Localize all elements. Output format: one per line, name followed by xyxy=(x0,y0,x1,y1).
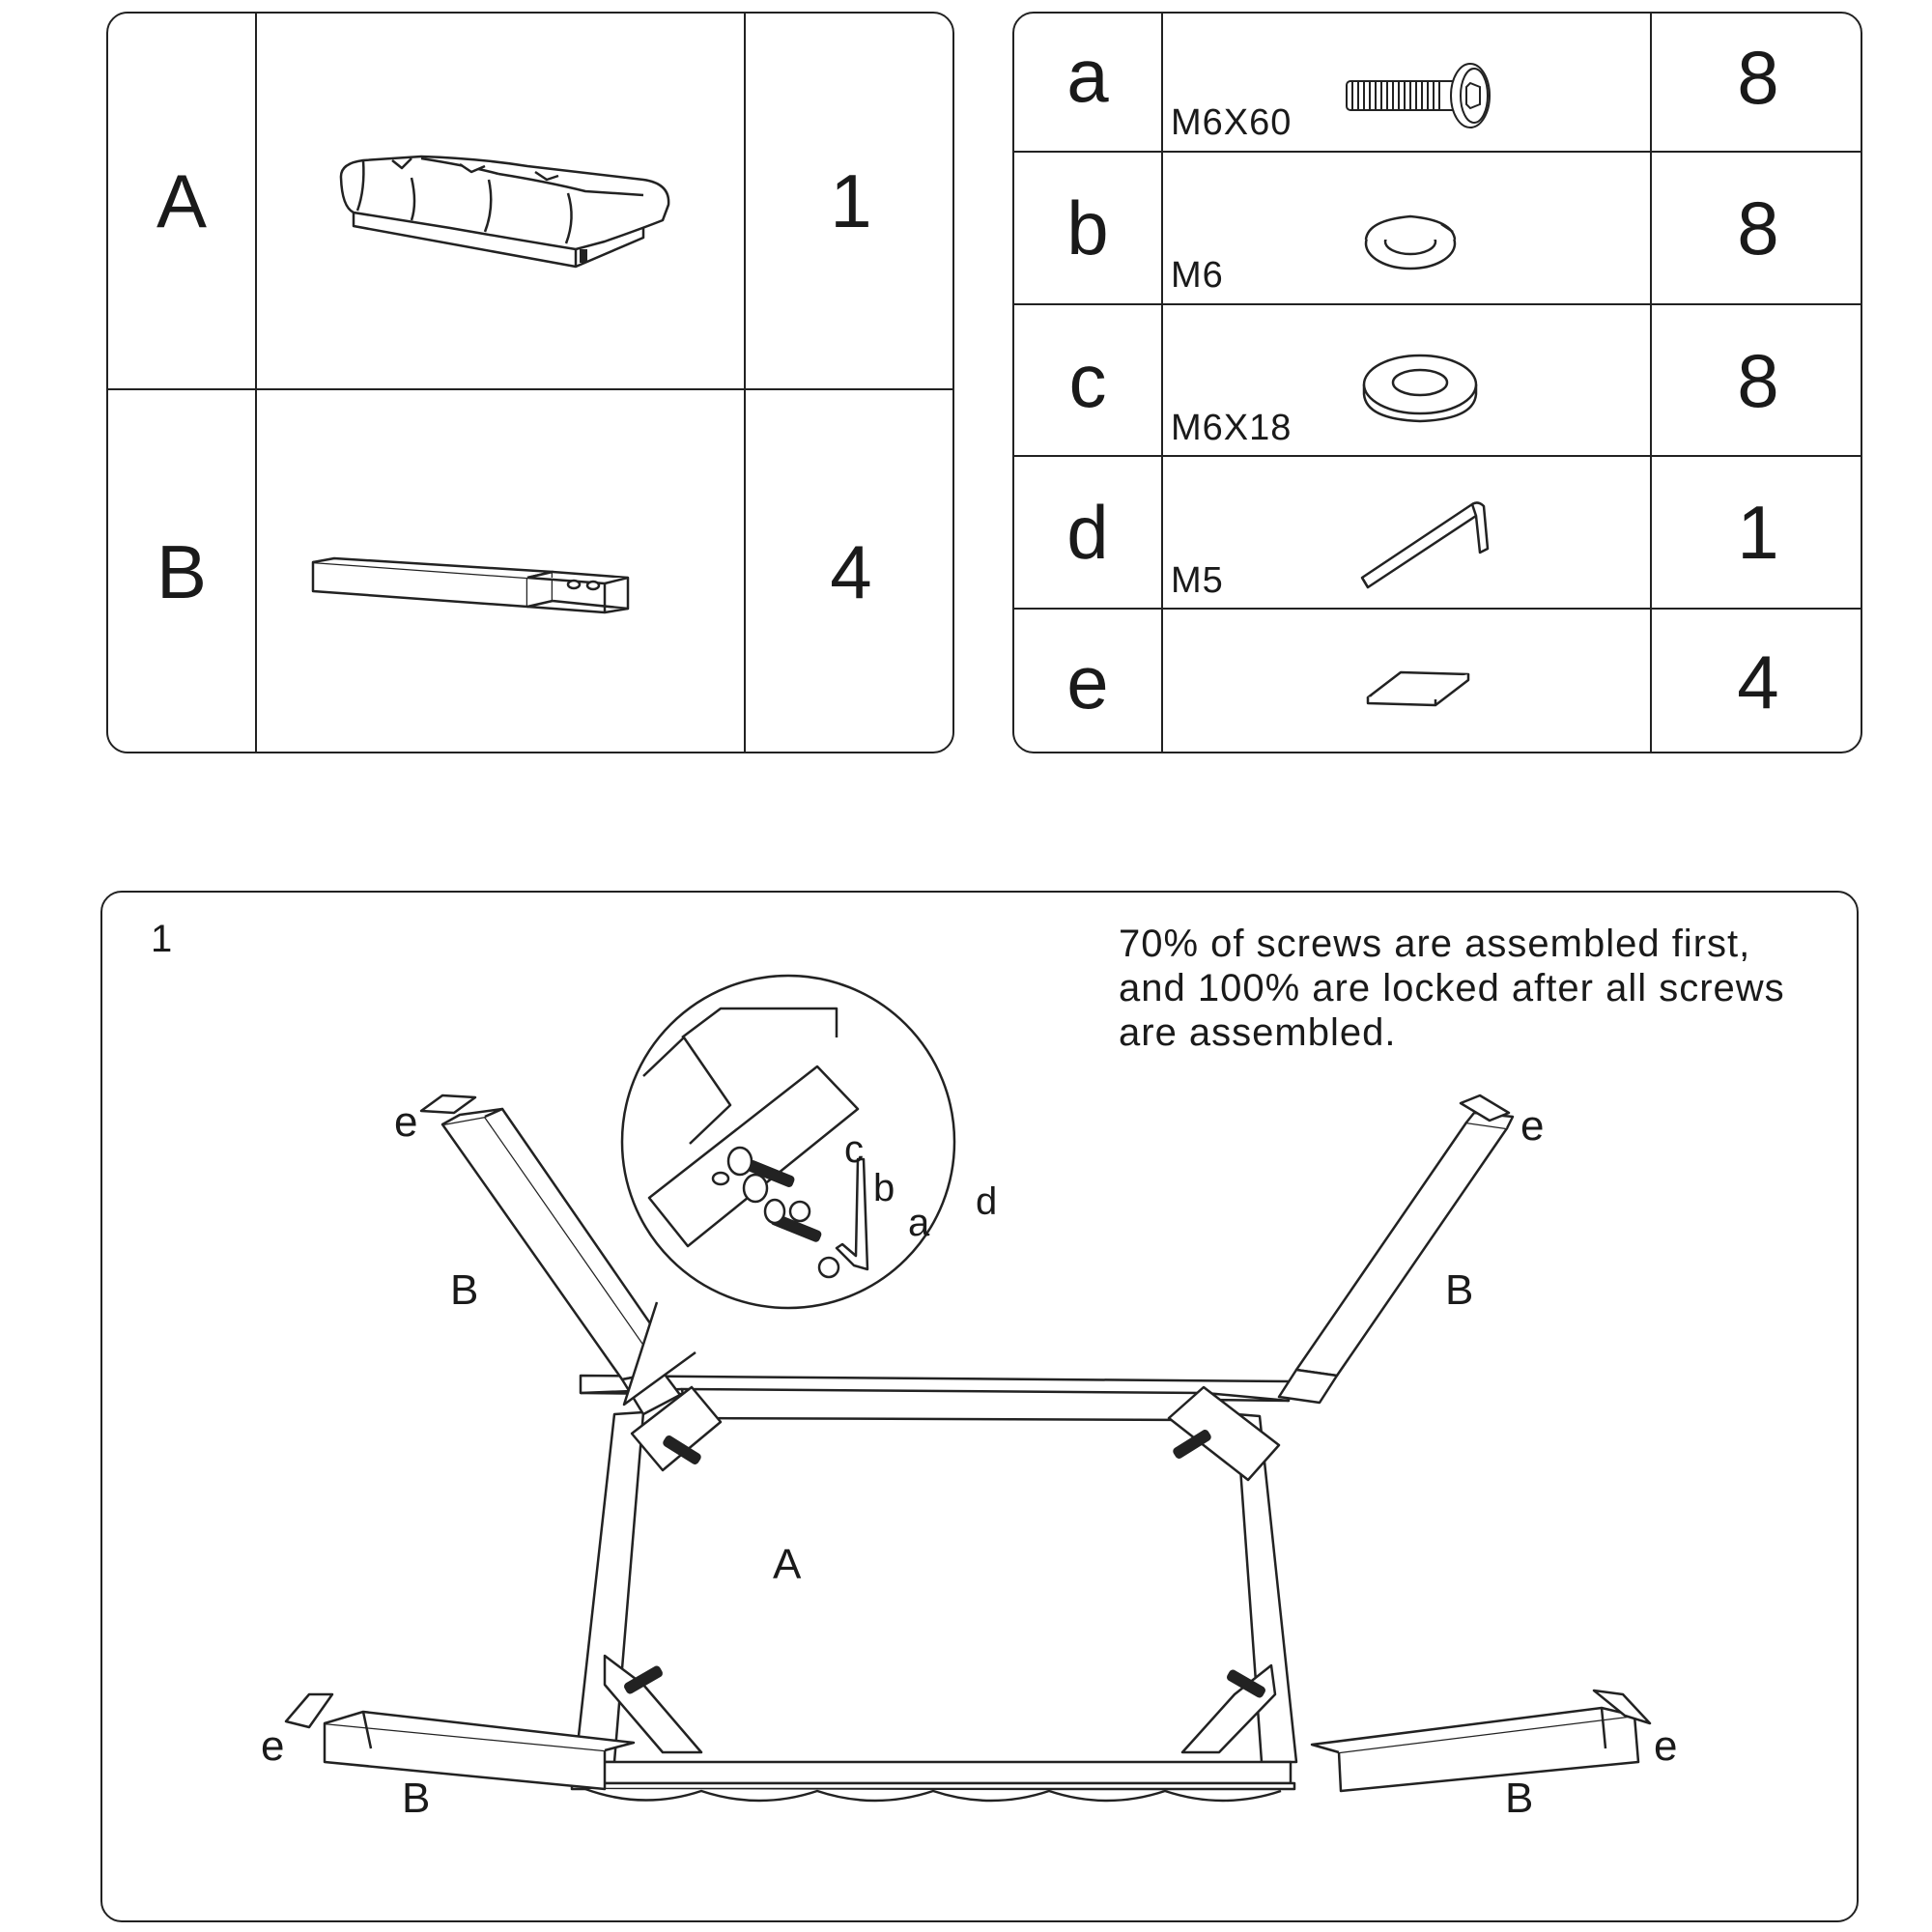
step-number: 1 xyxy=(151,918,173,960)
leg-label: B xyxy=(402,1775,431,1822)
part-letter: B xyxy=(156,529,208,614)
leg-label: B xyxy=(1505,1775,1534,1822)
hardware-table-divider xyxy=(1014,151,1861,153)
hardware-quantity: 8 xyxy=(1737,35,1779,120)
assembly-note: 70% of screws are assembled first, and 1… xyxy=(1119,922,1785,1055)
assembly-note-line: and 100% are locked after all screws xyxy=(1119,967,1785,1009)
bench-seat-icon xyxy=(339,155,670,269)
hardware-quantity: 4 xyxy=(1737,639,1779,724)
hardware-quantity: 8 xyxy=(1737,337,1779,423)
hardware-spec: M6X18 xyxy=(1171,408,1293,448)
pad-label: e xyxy=(1654,1722,1678,1770)
hardware-table: a M6X60 8 b M6 8 c M6X18 8 d M5 xyxy=(1012,12,1862,753)
hardware-letter: c xyxy=(1068,337,1107,423)
hardware-letter: b xyxy=(1066,185,1109,270)
felt-pad-icon xyxy=(1366,670,1470,707)
hardware-table-divider xyxy=(1161,14,1163,752)
parts-table-divider xyxy=(744,14,746,752)
leg-label: B xyxy=(1445,1266,1474,1314)
parts-table: A 1 B xyxy=(106,12,954,753)
spring-washer-label: b xyxy=(873,1167,895,1209)
hardware-letter: d xyxy=(1066,490,1109,575)
bench-assembly-drawing xyxy=(284,974,1652,1803)
hardware-spec: M6X60 xyxy=(1171,102,1293,143)
hardware-letter: a xyxy=(1066,33,1109,118)
flat-washer-label: c xyxy=(844,1128,864,1171)
spring-washer-icon xyxy=(1364,214,1457,270)
hardware-table-divider xyxy=(1014,608,1861,610)
hardware-quantity: 1 xyxy=(1737,490,1779,575)
hardware-spec: M5 xyxy=(1171,560,1224,601)
hardware-letter: e xyxy=(1066,639,1109,724)
assembly-note-line: 70% of screws are assembled first, xyxy=(1119,923,1751,965)
part-quantity: 1 xyxy=(830,158,872,243)
bench-leg-icon xyxy=(311,556,630,614)
flat-washer-icon xyxy=(1362,354,1478,423)
seat-label: A xyxy=(773,1541,802,1588)
hardware-quantity: 8 xyxy=(1737,185,1779,270)
pad-label: e xyxy=(394,1098,418,1146)
hardware-table-divider xyxy=(1014,455,1861,457)
assembly-step-panel: 1 70% of screws are assembled first, and… xyxy=(100,891,1859,1922)
allen-key-label: d xyxy=(976,1180,998,1223)
hardware-table-divider xyxy=(1014,303,1861,305)
pad-label: e xyxy=(1520,1102,1545,1150)
parts-table-divider xyxy=(255,14,257,752)
leg-label: B xyxy=(450,1266,479,1314)
part-letter: A xyxy=(156,158,208,243)
bolt-label: a xyxy=(908,1202,930,1244)
part-image-cell xyxy=(257,14,744,388)
part-image-cell xyxy=(257,390,744,753)
allen-key-icon xyxy=(1360,501,1490,589)
part-quantity: 4 xyxy=(830,529,872,614)
assembly-note-line: are assembled. xyxy=(1119,1011,1397,1054)
pad-label: e xyxy=(261,1722,285,1770)
hardware-table-divider xyxy=(1650,14,1652,752)
parts-table-divider xyxy=(108,388,952,390)
bolt-icon xyxy=(1346,63,1491,128)
hardware-spec: M6 xyxy=(1171,255,1224,296)
